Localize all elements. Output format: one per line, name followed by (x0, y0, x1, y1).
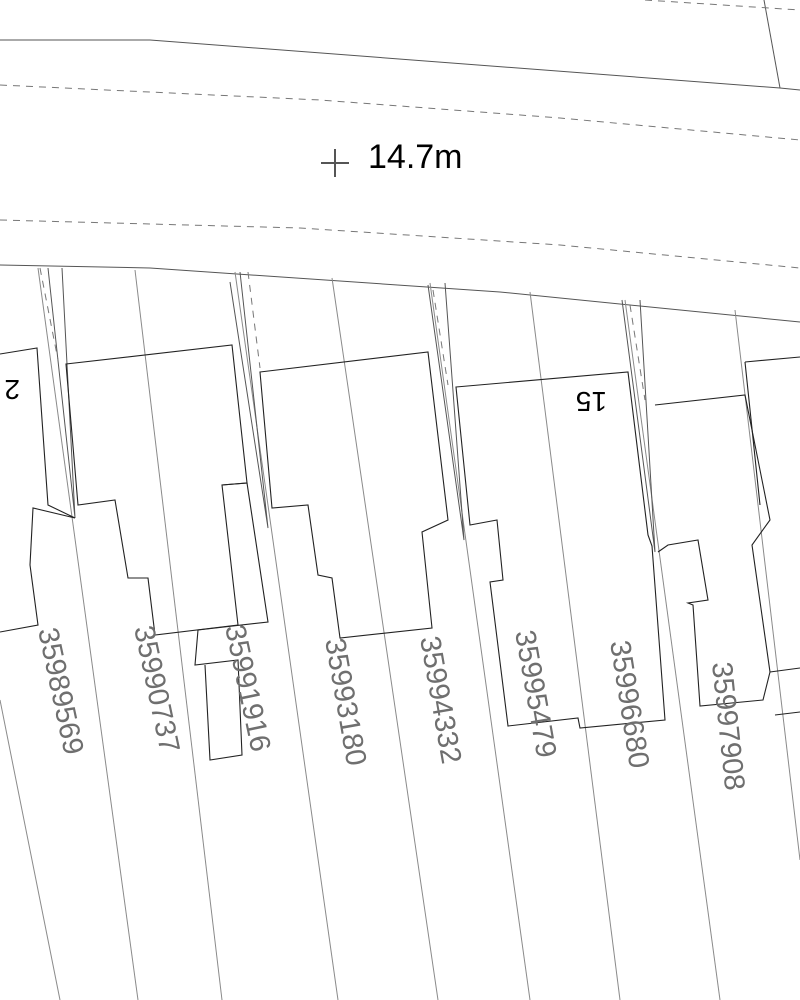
road-north-edge (0, 39, 800, 91)
boundary-dash-a (644, 0, 800, 11)
parcel-id-35996680[interactable]: 35996680 (603, 638, 655, 770)
passage-2 (229, 271, 269, 529)
passage-4 (621, 299, 656, 553)
road-dashed-line-north (0, 84, 800, 141)
passages (39, 267, 656, 553)
passage-3 (427, 282, 465, 541)
parcel-line-6 (429, 282, 531, 1000)
house-number-2: 2 (4, 374, 20, 405)
parcel-line-7 (529, 291, 621, 1000)
parcel-id-35993180[interactable]: 35993180 (318, 636, 372, 769)
passage-3-dash (432, 289, 449, 386)
passage-2-dash (247, 271, 261, 369)
building-2[interactable] (65, 344, 248, 636)
passage-1-dash (39, 267, 59, 361)
road-edges (0, 39, 800, 323)
boundary-line-a (763, 0, 781, 89)
parcel-line-8 (624, 299, 721, 1000)
parcel-line-2 (37, 267, 139, 1000)
parcel-id-35989569[interactable]: 35989569 (31, 625, 89, 758)
building-3[interactable] (259, 351, 449, 639)
parcel-id-35994332[interactable]: 35994332 (413, 634, 467, 767)
spot-height[interactable]: 14.7m (321, 138, 463, 177)
parcel-line-5 (331, 277, 439, 1000)
parcel-line-1 (0, 699, 61, 1000)
parcel-line-4 (234, 271, 339, 1000)
building-6[interactable] (744, 356, 800, 716)
parcel-boundaries (0, 267, 800, 1000)
buildings (0, 344, 800, 761)
building-4[interactable] (455, 371, 666, 729)
road-dashed-line-south (0, 219, 800, 269)
parcel-id-35991916[interactable]: 35991916 (218, 622, 276, 755)
road-south-edge (0, 264, 800, 323)
passage-4-dash (629, 304, 646, 401)
road-dashed-lines (0, 84, 800, 269)
parcel-id-35997908[interactable]: 35997908 (705, 660, 750, 792)
passage-1 (47, 267, 76, 519)
top-right-boundary (644, 0, 800, 89)
spot-height-label: 14.7m (368, 138, 463, 176)
house-number-15: 15 (576, 386, 607, 417)
building-1[interactable] (0, 347, 76, 633)
house-numbers: 2 15 (4, 374, 607, 417)
building-5[interactable] (654, 394, 771, 707)
parcel-line-3 (134, 269, 223, 1000)
parcel-ids: 35989569 35990737 35991916 35993180 3599… (31, 622, 750, 792)
parcel-id-35990737[interactable]: 35990737 (127, 623, 185, 756)
building-2-rear[interactable] (194, 482, 269, 761)
parcel-id-35995479[interactable]: 35995479 (508, 628, 562, 761)
